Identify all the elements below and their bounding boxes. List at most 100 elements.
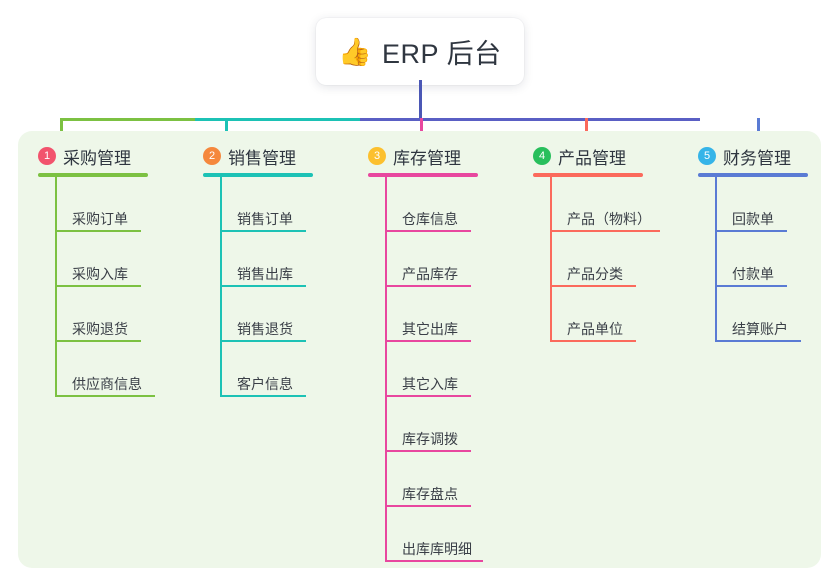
list-item[interactable]: 结算账户 [715,287,808,342]
list-item[interactable]: 销售退货 [220,287,313,342]
list-item-underline [55,340,141,342]
list-item-label: 采购入库 [72,266,128,282]
column-5: 5 财务管理回款单付款单结算账户 [698,144,808,342]
column-header-5[interactable]: 5 财务管理 [698,144,808,168]
column-number-badge: 5 [698,147,716,165]
list-item[interactable]: 采购退货 [55,287,148,342]
list-item[interactable]: 采购订单 [55,177,148,232]
bus-segment-2 [195,118,362,121]
list-item-underline [385,340,471,342]
list-item-underline [55,285,141,287]
list-item-label: 库存调拨 [402,431,458,447]
list-item-underline [550,340,636,342]
list-item-underline [385,230,471,232]
column-title: 产品管理 [558,148,626,168]
column-underline [533,173,643,177]
list-item[interactable]: 仓库信息 [385,177,478,232]
list-item[interactable]: 付款单 [715,232,808,287]
list-item[interactable]: 采购入库 [55,232,148,287]
list-item[interactable]: 库存盘点 [385,452,478,507]
list-item-label: 采购订单 [72,211,128,227]
list-item-label: 结算账户 [732,321,788,337]
bus-segment-1 [60,118,197,121]
list-item[interactable]: 销售出库 [220,232,313,287]
list-item-underline [715,285,787,287]
column-1: 1 采购管理采购订单采购入库采购退货供应商信息 [38,144,155,397]
list-item-underline [55,395,155,397]
column-items: 产品（物料） 产品分类产品单位 [533,177,660,342]
list-item-underline [385,450,471,452]
column-spine-line [550,177,552,342]
list-item-underline [715,340,801,342]
root-trunk-line [419,80,422,120]
column-number-badge: 1 [38,147,56,165]
column-number-badge: 4 [533,147,551,165]
list-item[interactable]: 销售订单 [220,177,313,232]
list-item[interactable]: 其它入库 [385,342,478,397]
column-items: 回款单付款单结算账户 [698,177,808,342]
column-header-4[interactable]: 4 产品管理 [533,144,651,168]
column-items: 采购订单采购入库采购退货供应商信息 [38,177,155,397]
list-item-label: 库存盘点 [402,486,458,502]
column-spine-line [385,177,387,562]
list-item[interactable]: 产品分类 [550,232,651,287]
column-title: 采购管理 [63,148,131,168]
list-item-label: 产品（物料） [567,211,651,227]
column-underline [38,173,148,177]
list-item-label: 产品库存 [402,266,458,282]
list-item[interactable]: 产品单位 [550,287,651,342]
root-title-text: ERP 后台 [382,39,502,69]
list-item-label: 销售退货 [237,321,293,337]
list-item-label: 出库库明细 [402,541,472,557]
column-header-1[interactable]: 1 采购管理 [38,144,148,168]
list-item-underline [220,340,306,342]
list-item[interactable]: 出库库明细 [385,507,483,562]
column-items: 销售订单销售出库销售退货客户信息 [203,177,313,397]
list-item[interactable]: 回款单 [715,177,808,232]
list-item-label: 仓库信息 [402,211,458,227]
column-number-badge: 3 [368,147,386,165]
column-underline [368,173,478,177]
list-item-underline [385,505,471,507]
list-item-label: 付款单 [732,266,774,282]
list-item-label: 其它出库 [402,321,458,337]
list-item[interactable]: 其它出库 [385,287,478,342]
column-2: 2 销售管理销售订单销售出库销售退货客户信息 [203,144,313,397]
root-title-card[interactable]: 👍 ERP 后台 [316,18,524,85]
column-underline [203,173,313,177]
list-item-label: 销售订单 [237,211,293,227]
list-item-label: 销售出库 [237,266,293,282]
list-item[interactable]: 库存调拨 [385,397,478,452]
list-item-label: 其它入库 [402,376,458,392]
list-item[interactable]: 客户信息 [220,342,313,397]
list-item[interactable]: 产品库存 [385,232,478,287]
list-item-underline [550,230,660,232]
list-item-label: 产品单位 [567,321,623,337]
list-item-underline [55,230,141,232]
list-item-underline [220,285,306,287]
list-item[interactable]: 供应商信息 [55,342,155,397]
column-title: 销售管理 [228,148,296,168]
column-header-2[interactable]: 2 销售管理 [203,144,313,168]
list-item-underline [385,560,483,562]
column-3: 3 库存管理仓库信息产品库存其它出库其它入库库存调拨库存盘点出库库明细 [368,144,483,562]
list-item-underline [220,395,306,397]
list-item-underline [715,230,787,232]
column-spine-line [55,177,57,397]
diagram-panel [18,131,821,568]
column-title: 库存管理 [393,148,461,168]
column-spine-line [220,177,222,397]
column-header-3[interactable]: 3 库存管理 [368,144,478,168]
list-item-label: 供应商信息 [72,376,142,392]
list-item[interactable]: 产品（物料） [550,177,660,232]
list-item-underline [385,285,471,287]
list-item-label: 采购退货 [72,321,128,337]
list-item-underline [220,230,306,232]
list-item-label: 客户信息 [237,376,293,392]
column-number-badge: 2 [203,147,221,165]
column-spine-line [715,177,717,342]
thumbs-up-icon: 👍 [338,37,373,67]
column-4: 4 产品管理产品（物料） 产品分类产品单位 [533,144,660,342]
column-title: 财务管理 [723,148,791,168]
